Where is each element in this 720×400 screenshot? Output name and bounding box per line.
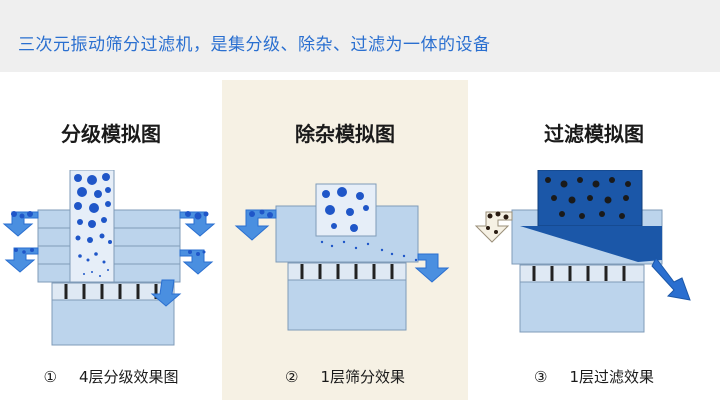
particles-discharge — [486, 211, 509, 234]
caption-text: 4层分级效果图 — [78, 368, 179, 386]
particles-solid — [545, 177, 631, 219]
particles-fine — [320, 240, 418, 262]
particles-left — [11, 211, 34, 254]
solids-discharge-arrow — [474, 211, 513, 243]
machine-base — [51, 299, 175, 346]
right-discharge-arrows — [150, 211, 216, 307]
particles-right — [185, 211, 209, 256]
impurity-diagram — [234, 183, 450, 331]
panel-caption-grading: ① 4层分级效果图 — [0, 366, 222, 387]
particles-column — [74, 173, 112, 277]
filtration-diagram — [474, 170, 691, 333]
springs — [300, 264, 394, 279]
grading-diagram — [2, 170, 216, 346]
left-discharge-arrows — [2, 211, 39, 273]
caption-number: ③ — [534, 368, 548, 386]
machine-base — [519, 281, 645, 333]
discharge-arrows — [234, 209, 450, 283]
panel-title-impurity: 除杂模拟图 — [295, 122, 395, 146]
liquid-flow — [520, 226, 662, 262]
machine-base — [287, 279, 407, 331]
panel-grading: 分级模拟图 — [0, 80, 222, 400]
caption-number: ② — [285, 368, 299, 386]
panel-caption-filtration: ③ 1层过滤效果 — [468, 366, 720, 387]
particles-large — [322, 187, 369, 232]
liquid-discharge-arrow — [651, 257, 691, 301]
caption-text: 1层过滤效果 — [569, 368, 654, 386]
panel-title-filtration: 过滤模拟图 — [544, 122, 644, 146]
header-banner: 三次元振动筛分过滤机，是集分级、除杂、过滤为一体的设备 — [0, 0, 720, 72]
springs — [532, 266, 626, 281]
caption-number: ① — [43, 368, 57, 386]
header-title: 三次元振动筛分过滤机，是集分级、除杂、过滤为一体的设备 — [18, 35, 491, 55]
caption-text: 1层筛分效果 — [320, 368, 405, 386]
panel-filtration: 过滤模拟图 ③ 1层过滤效果 — [468, 80, 720, 400]
panel-title-grading: 分级模拟图 — [61, 122, 161, 146]
particles-left — [249, 209, 273, 218]
spring-band — [287, 262, 407, 281]
panel-caption-impurity: ② 1层筛分效果 — [222, 366, 468, 387]
panel-impurity: 除杂模拟图 ② 1层筛分效果 — [222, 80, 468, 400]
